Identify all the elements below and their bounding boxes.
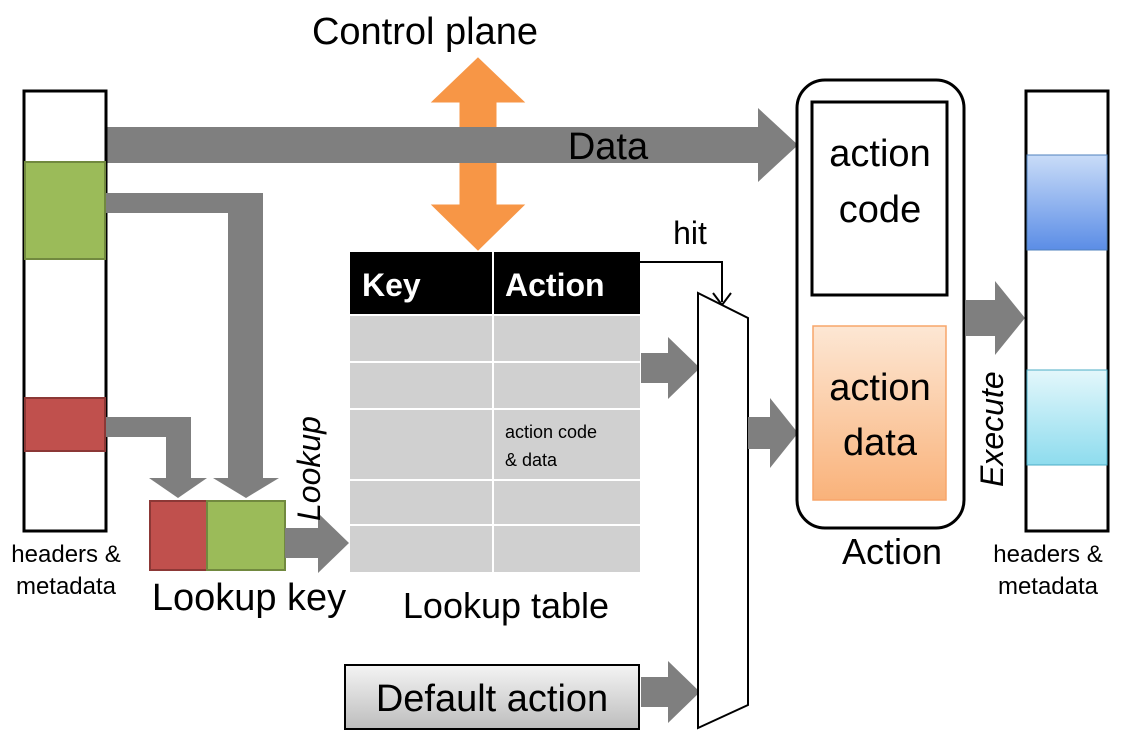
action-data-line-2: data [843,422,918,464]
input-packet-caption-1: headers & [11,541,120,568]
mux-to-action-arrow [748,398,798,468]
lookup-arrow [285,513,349,573]
output-packet-caption-2: metadata [998,573,1099,600]
header-field-green [24,161,106,260]
table-row [350,363,640,408]
default-action-label: Default action [376,678,608,720]
table-row [350,481,640,524]
lookup-arrow-label: Lookup [291,416,327,521]
lookup-key [149,500,286,571]
table-cell-action-note-2: & data [505,450,558,470]
table-to-mux-arrow [641,337,700,399]
diagram-title: Control plane [312,11,538,53]
modified-field-blue [1026,154,1108,251]
action-code-box [810,100,949,297]
action-code-line-2: code [839,189,921,231]
output-packet [1024,89,1110,533]
input-packet-caption-2: metadata [16,573,117,600]
table-cell-action-note-1: action code [505,422,597,442]
action-label: Action [842,531,942,572]
table-row [350,316,640,361]
input-packet [22,89,108,533]
lookup-table: Key Action action code & data [350,252,640,572]
selector-mux [697,291,749,730]
execute-arrow [965,281,1025,355]
output-packet-caption-1: headers & [993,541,1102,568]
table-row [350,526,640,572]
hit-label: hit [673,215,707,251]
header-field-red [24,397,106,452]
action-data-box [812,325,947,501]
lookup-key-label: Lookup key [152,577,346,619]
table-header-key: Key [362,267,421,303]
red-field-arrow [106,417,207,498]
table-header-action: Action [505,267,605,303]
table-row [350,410,640,479]
data-arrow-label: Data [568,126,649,168]
lookup-table-label: Lookup table [403,585,609,626]
execute-label: Execute [974,371,1010,487]
action-data-line-1: action [829,367,930,409]
default-action-box [344,664,640,730]
modified-field-cyan [1026,369,1108,466]
table-header-row [350,252,640,314]
action-code-line-1: action [829,133,930,175]
green-field-arrow [106,193,279,498]
default-to-mux-arrow [641,661,700,723]
action-block [795,78,966,530]
hit-line [640,261,723,302]
data-arrow [106,108,798,182]
